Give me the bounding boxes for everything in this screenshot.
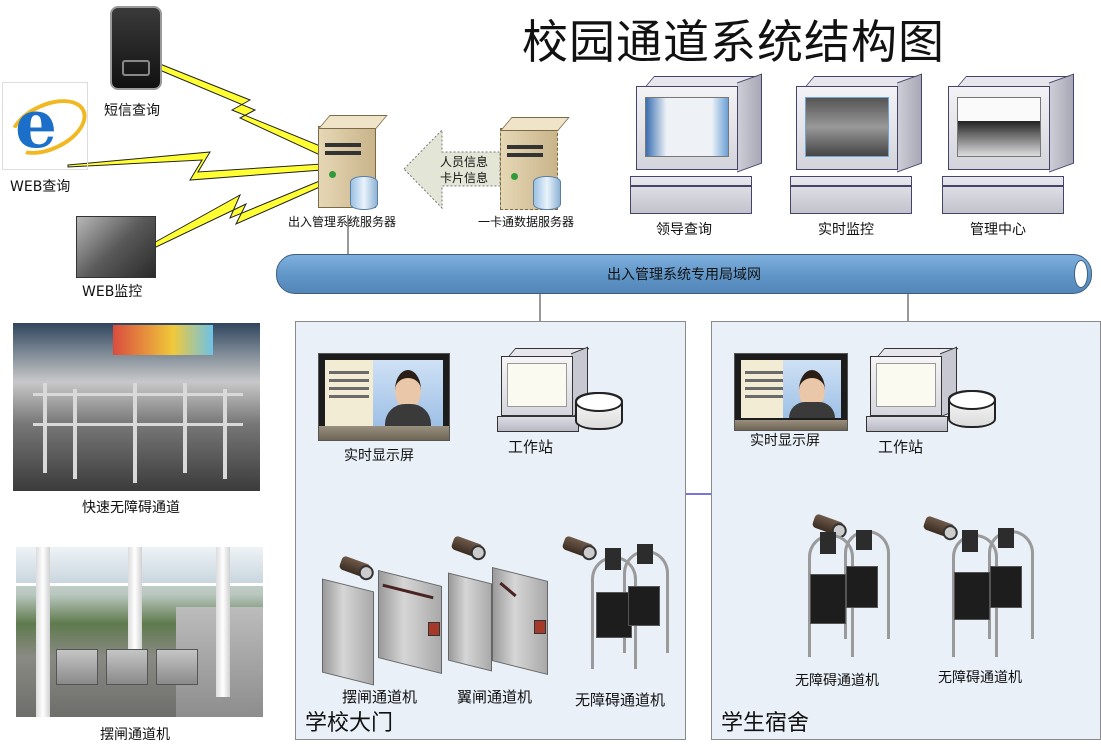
zone2-workstation-label: 工作站 (878, 438, 924, 456)
browser-icon: e (0, 82, 96, 170)
zone1-display-screen (318, 353, 450, 441)
client-label-live-monitor: 实时监控 (818, 222, 874, 238)
zone1-device-label-barrier-free: 无障碍通道机 (575, 691, 666, 709)
lan-label: 出入管理系统专用局域网 (607, 267, 761, 283)
web-monitor-label: WEB监控 (82, 284, 143, 300)
diagram-title: 校园通道系统结构图 (522, 15, 945, 69)
client-pc-leader-query (630, 73, 763, 216)
transfer-info-label: 人员信息 卡片信息 (440, 154, 488, 186)
transfer-line-person-info: 人员信息 (440, 155, 489, 169)
transfer-line-card-info: 卡片信息 (440, 171, 489, 185)
lightning-link-sms (149, 59, 332, 156)
zone1-workstation (497, 346, 590, 432)
zone1-device-label-wing: 翼闸通道机 (457, 688, 533, 706)
zone2-device-label-1: 无障碍通道机 (795, 673, 879, 689)
zone1-workstation-label: 工作站 (508, 438, 554, 456)
web-query-label: WEB查询 (10, 179, 71, 195)
client-label-management-center: 管理中心 (970, 222, 1026, 238)
zone2-display-screen (734, 353, 848, 431)
access-server-label: 出入管理系统服务器 (288, 215, 397, 229)
fast-gate-photo (13, 323, 260, 491)
zone2-display-label: 实时显示屏 (750, 433, 820, 449)
zone2-device-label-2: 无障碍通道机 (938, 670, 1022, 686)
zone2-title: 学生宿舍 (721, 711, 810, 736)
lightning-link-web-query (67, 151, 323, 181)
data-transfer-arrow-icon (403, 128, 501, 210)
client-pc-management-center (942, 73, 1075, 216)
zone1-title: 学校大门 (305, 711, 394, 736)
zone2-storage-icon (948, 390, 996, 428)
zone1-display-label: 实时显示屏 (344, 448, 414, 464)
card-database-icon (533, 176, 561, 210)
mobile-phone-icon (110, 6, 162, 90)
swing-gate-photo (16, 547, 263, 717)
lan-pipe-end (1074, 260, 1088, 288)
database-icon (350, 176, 378, 210)
web-monitor-thumbnail (76, 216, 156, 278)
photo-caption-swing-gate: 摆闸通道机 (100, 727, 170, 743)
client-label-leader-query: 领导查询 (656, 222, 712, 238)
client-pc-live-monitor (790, 73, 923, 216)
card-server-label: 一卡通数据服务器 (478, 215, 575, 229)
zone1-device-label-swing: 摆闸通道机 (342, 688, 418, 706)
sms-query-label: 短信查询 (104, 103, 160, 119)
zone1-storage-icon (575, 392, 623, 430)
zone2-workstation (866, 346, 959, 432)
photo-caption-fast-gate: 快速无障碍通道 (82, 500, 180, 516)
lan-backbone: 出入管理系统专用局域网 (276, 254, 1092, 294)
